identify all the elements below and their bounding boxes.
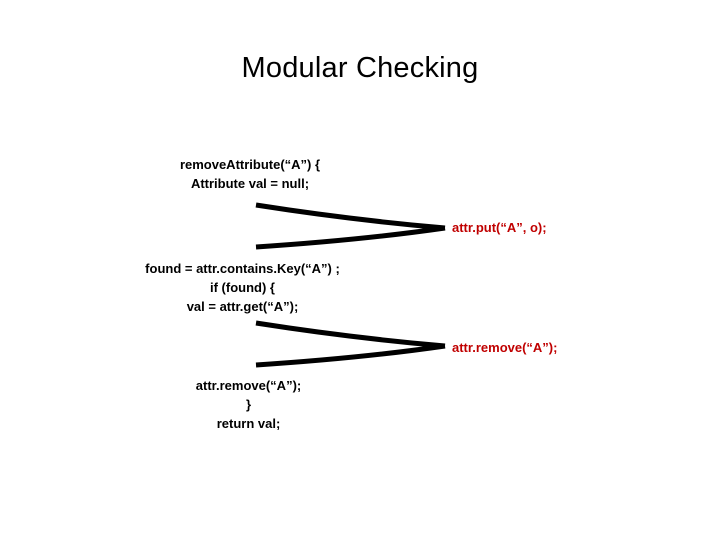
code-line: } bbox=[245, 397, 252, 412]
code-line: attr.remove(“A”); bbox=[195, 378, 302, 393]
code-block-remove-attribute: removeAttribute(“A”) { Attribute val = n… bbox=[0, 155, 500, 193]
right-pointing-chevron-icon bbox=[255, 320, 446, 368]
code-line: val = attr.get(“A”); bbox=[186, 299, 299, 314]
annotation-attr-remove: attr.remove(“A”); bbox=[452, 340, 558, 355]
code-line: Attribute val = null; bbox=[190, 176, 310, 191]
code-block-contains-key: found = attr.contains.Key(“A”) ; if (fou… bbox=[0, 259, 485, 316]
code-line: return val; bbox=[216, 416, 281, 431]
page-title: Modular Checking bbox=[241, 52, 479, 84]
code-line: if (found) { bbox=[210, 280, 275, 295]
code-block-remove-return: attr.remove(“A”); } return val; bbox=[0, 376, 497, 433]
code-line: removeAttribute(“A”) { bbox=[179, 157, 321, 172]
annotation-attr-put: attr.put(“A”, o); bbox=[452, 220, 547, 235]
code-line: found = attr.contains.Key(“A”) ; bbox=[145, 261, 340, 276]
right-pointing-chevron-icon bbox=[255, 202, 446, 250]
